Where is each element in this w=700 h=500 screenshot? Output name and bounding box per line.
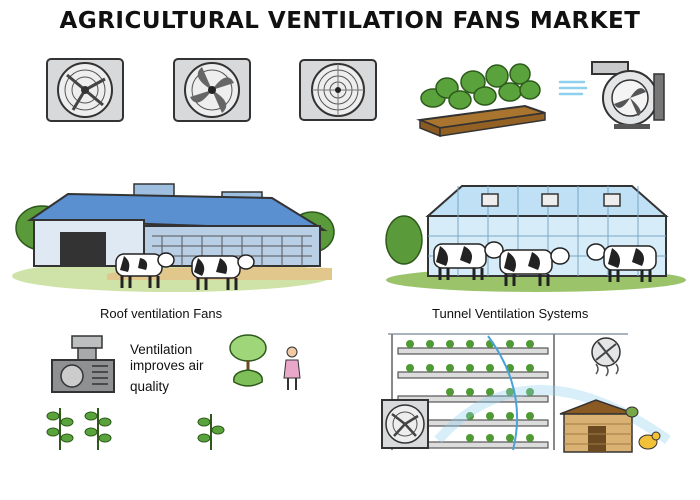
blower-icon (591, 61, 665, 129)
air-unit-icon (51, 335, 115, 393)
cow-icon (191, 254, 255, 290)
cow-icon (499, 247, 570, 286)
page-title: AGRICULTURAL VENTILATION FANS MARKET (59, 8, 641, 34)
caption-roof: Roof ventilation Fans (100, 306, 223, 321)
cow-icon (586, 243, 657, 282)
note-line-1: Ventilation (130, 342, 193, 357)
wall-fan-icon (46, 58, 124, 122)
note-line-2: improves air (130, 358, 204, 373)
plant-tray-icon (416, 63, 546, 138)
cow-icon (115, 252, 175, 288)
seedling-icon (46, 408, 74, 450)
seedling-icon (84, 408, 112, 450)
chicken-coop-icon (559, 399, 661, 453)
wall-fan-icon (299, 59, 377, 121)
seedling-icon (197, 414, 225, 450)
caption-tunnel: Tunnel Ventilation Systems (432, 306, 589, 321)
tree-icon (229, 334, 267, 387)
airflow-icon (558, 80, 588, 96)
vertical-farm-icon (381, 333, 671, 451)
wall-fan-icon (173, 58, 251, 122)
person-icon (283, 346, 301, 390)
note-line-3: quality (130, 379, 170, 394)
cow-icon (433, 241, 504, 280)
